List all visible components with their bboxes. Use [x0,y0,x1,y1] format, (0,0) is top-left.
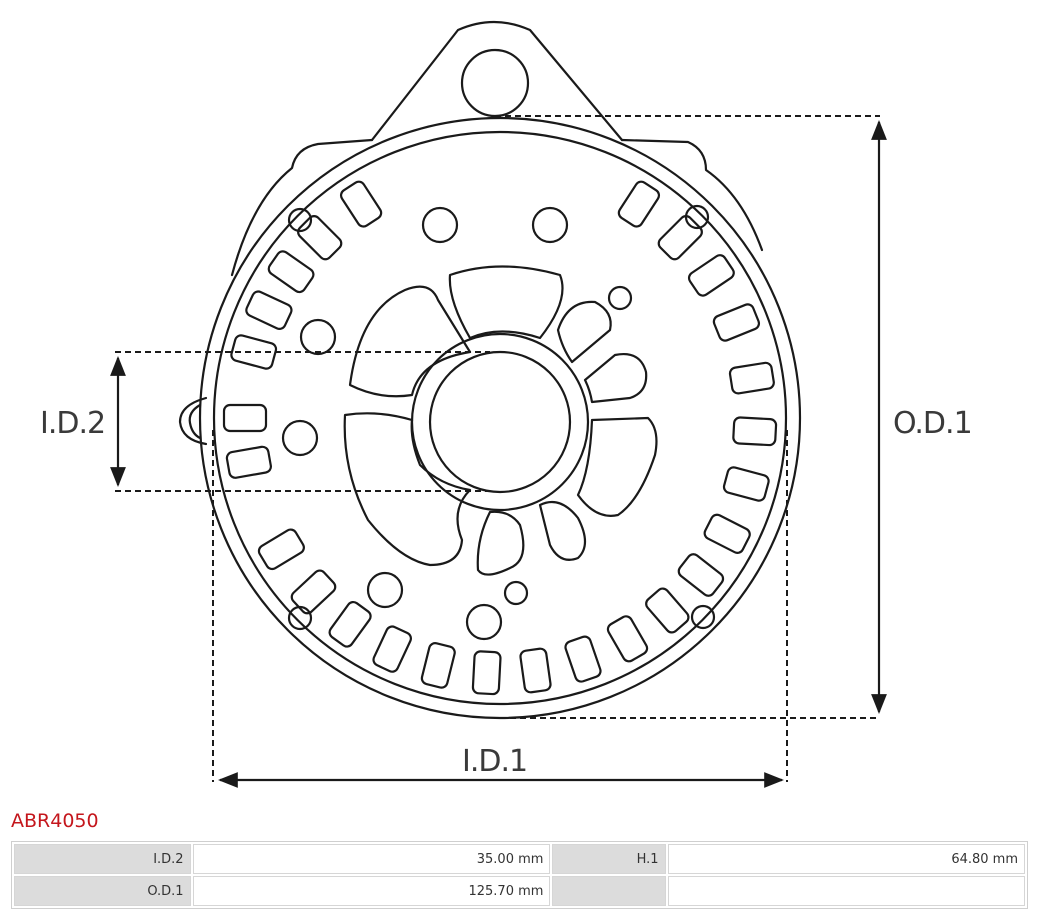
cooling-slot [245,290,293,330]
cooling-slot [297,215,343,261]
cooling-slot [328,600,372,648]
cooling-slot [722,466,770,502]
spec-value: 125.70 mm [192,876,551,906]
hole [607,285,633,311]
bore-inner [428,350,572,494]
cooling-slot [728,361,775,395]
cooling-slot [519,647,552,694]
spec-value: 64.80 mm [667,844,1025,874]
cooling-slot [677,553,725,597]
mounting-ear [370,20,624,142]
cooling-slot [606,615,649,663]
spec-key: I.D.2 [14,844,191,874]
spec-key: H.1 [552,844,666,874]
bracket-technical-drawing: I.D.2 O.D.1 I.D.1 [40,20,973,788]
cooling-slot [564,635,602,683]
hole [366,571,404,609]
vent-petal [343,412,472,567]
spec-key: O.D.1 [14,876,191,906]
vent-petal [348,285,472,398]
table-row: O.D.1 125.70 mm [14,876,1025,906]
ear-hole [460,48,530,118]
cooling-slot [617,180,661,228]
id1-label: I.D.1 [462,744,527,779]
cooling-slot [230,334,278,370]
cooling-slot [339,180,383,228]
screw-hole [690,604,716,630]
od1-label: O.D.1 [893,406,972,441]
part-code: ABR4050 [11,810,99,832]
vent-petal [538,500,587,561]
screw-hole [287,207,313,233]
spec-table: I.D.2 35.00 mm H.1 64.80 mm O.D.1 125.70… [11,841,1028,909]
vent-petal [583,353,648,404]
spec-value: 35.00 mm [192,844,551,874]
hole [281,419,319,457]
cooling-slot [225,445,272,479]
outer-flange [230,138,764,277]
cooling-slot [290,569,337,615]
cooling-slot [257,528,305,571]
cooling-slot [471,650,502,696]
id2-label: I.D.2 [40,406,105,441]
cooling-slot [712,303,761,342]
cooling-slot [420,642,456,689]
hole [503,580,529,606]
cooling-slot [703,513,751,554]
cooling-slot [222,403,268,433]
hole [421,206,459,244]
inner-rim [212,130,788,706]
hole [465,603,503,641]
bore-outer [410,332,590,512]
table-row: I.D.2 35.00 mm H.1 64.80 mm [14,844,1025,874]
vent-petal [448,265,564,340]
left-lug [178,396,208,446]
vent-petal [576,416,658,517]
spec-key [552,876,666,906]
hole [531,206,569,244]
spec-value [667,876,1025,906]
cooling-slot [645,587,690,634]
vent-petal [476,510,525,576]
screw-hole [287,605,313,631]
cooling-slot [267,250,315,294]
cooling-slot [657,215,703,261]
cooling-slot [687,254,735,297]
cooling-slot [372,625,412,673]
vent-petal [556,300,612,364]
hole [299,318,337,356]
cooling-slot [732,416,778,447]
